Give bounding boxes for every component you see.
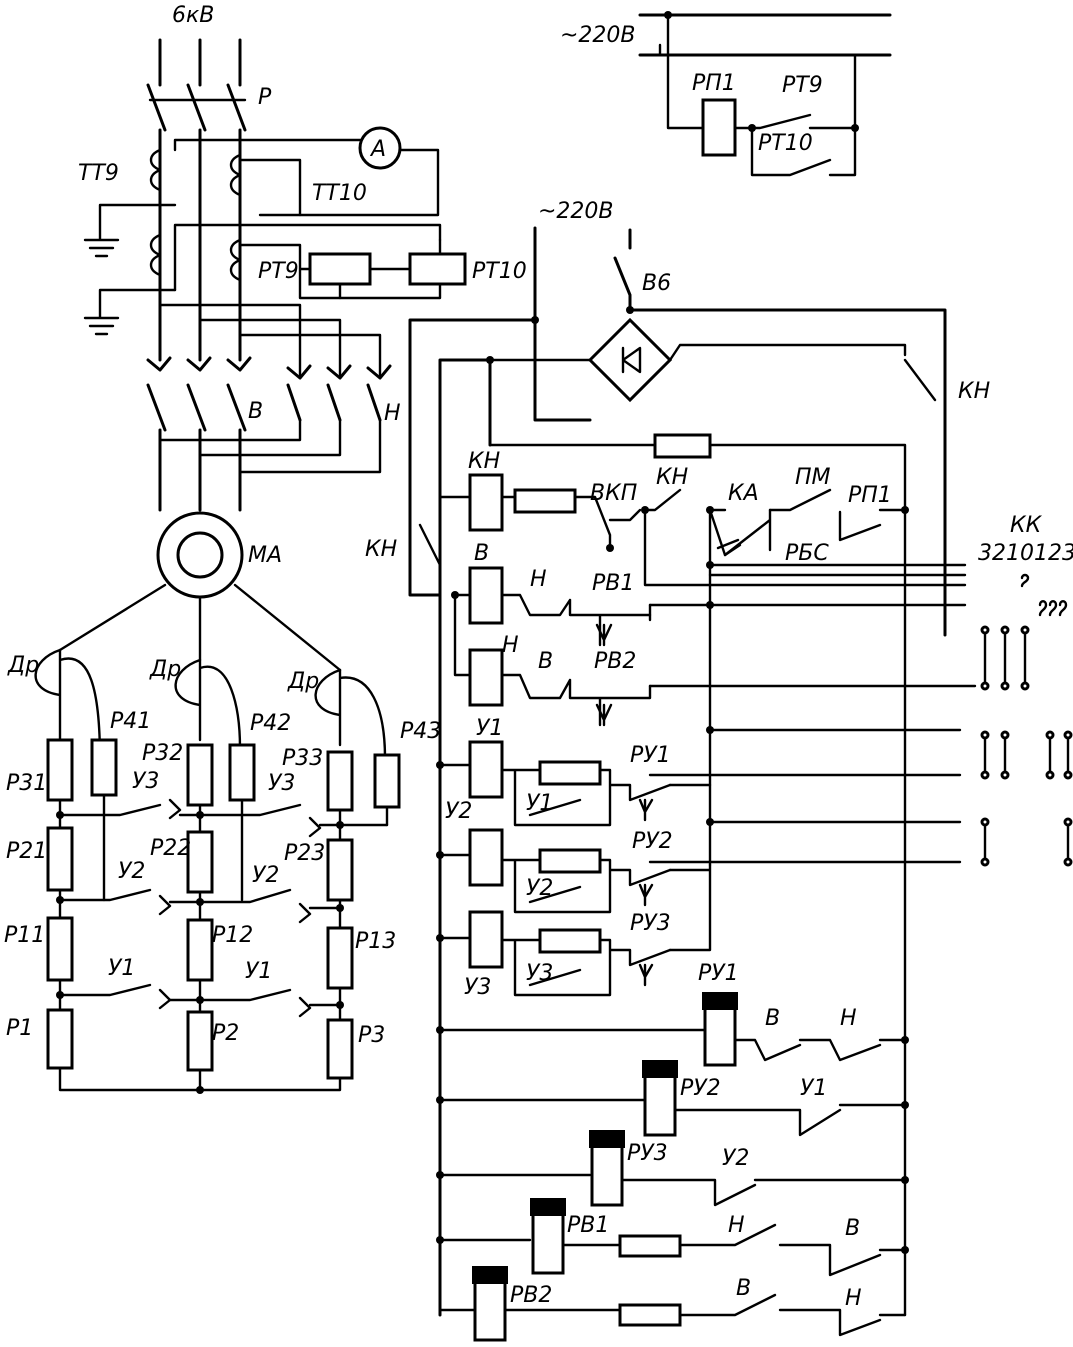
label-u3-a: У3	[132, 769, 159, 794]
label-rv1: РВ1	[592, 571, 634, 596]
label-contact-b1: В	[538, 649, 553, 674]
label-r21: Р21	[6, 839, 47, 864]
label-rv1-b: РВ1	[567, 1213, 609, 1238]
label-r23: Р23	[284, 841, 325, 866]
label-coil-u2: У2	[445, 799, 472, 824]
label-r1: Р1	[6, 1016, 33, 1041]
label-r11: Р11	[4, 923, 45, 948]
label-6kv: 6кВ	[172, 3, 214, 28]
label-ru2-b: РУ2	[680, 1076, 721, 1101]
label-coil-u1: У1	[476, 716, 503, 741]
label-dr3: Др	[287, 669, 319, 694]
label-kk-positions: 3210123	[978, 541, 1073, 566]
label-l-u1: У1	[800, 1076, 827, 1101]
label-u1-b: У1	[245, 959, 272, 984]
label-r33: Р33	[282, 746, 323, 771]
label-ru1: РУ1	[630, 743, 671, 768]
label-kn-contact: КН	[656, 465, 688, 490]
labels: 6кВ ~220В ~220В Р ТТ9 ТТ10 А РТ9 РТ10 РП…	[4, 3, 1073, 1311]
label-p: Р	[258, 85, 272, 110]
label-l-b2: В	[845, 1216, 860, 1241]
label-contact-n1: Н	[530, 567, 547, 592]
label-l-b3: В	[736, 1276, 751, 1301]
label-u2-b: У2	[252, 863, 279, 888]
label-u2-a: У2	[118, 859, 145, 884]
label-ru2: РУ2	[632, 829, 673, 854]
label-ka: КА	[728, 481, 759, 506]
label-contact-u2: У2	[526, 876, 553, 901]
label-kn-left: КН	[365, 537, 397, 562]
label-r31: Р31	[6, 771, 47, 796]
label-rt9-a: РТ9	[258, 259, 299, 284]
label-l-n2: Н	[728, 1213, 745, 1238]
label-l-b1: В	[765, 1006, 780, 1031]
label-pm: ПМ	[795, 465, 831, 490]
label-tt10: ТТ10	[312, 181, 367, 206]
label-ma: МА	[248, 543, 282, 568]
label-dr1: Др	[7, 653, 39, 678]
label-contact-u3: У3	[526, 961, 553, 986]
label-contact-u1: У1	[526, 791, 553, 816]
control-circuit	[408, 226, 1073, 1342]
label-rt10-a: РТ10	[472, 259, 527, 284]
label-tt9: ТТ9	[78, 161, 119, 186]
label-r43: Р43	[400, 719, 441, 744]
label-rt9-b: РТ9	[782, 73, 823, 98]
label-r32: Р32	[142, 741, 183, 766]
label-r3: Р3	[358, 1023, 385, 1048]
label-n-contactor: Н	[384, 401, 401, 426]
label-r22: Р22	[150, 836, 191, 861]
label-l-n1: Н	[840, 1006, 857, 1031]
label-ammeter: А	[369, 137, 386, 162]
label-kk: КК	[1010, 513, 1043, 538]
label-rp1-a: РП1	[692, 71, 736, 96]
label-r41: Р41	[110, 709, 151, 734]
label-220v-mid: ~220В	[538, 199, 614, 224]
label-l-u2: У2	[722, 1146, 749, 1171]
label-rt10-b: РТ10	[758, 131, 813, 156]
label-vkp: ВКП	[590, 481, 637, 506]
label-l-n3: Н	[845, 1286, 862, 1311]
label-rbs: РБС	[785, 541, 829, 566]
label-r42: Р42	[250, 711, 291, 736]
label-r12: Р12	[212, 923, 253, 948]
label-r2: Р2	[212, 1021, 239, 1046]
label-coil-n: Н	[502, 633, 519, 658]
label-ru3: РУ3	[630, 911, 671, 936]
label-220v-top: ~220В	[560, 23, 636, 48]
label-kn-coil: КН	[468, 449, 500, 474]
label-ru3-b: РУ3	[627, 1141, 668, 1166]
label-ru1-b: РУ1	[698, 961, 739, 986]
overcurrent-relay-circuit	[638, 11, 892, 177]
label-rp1-b: РП1	[848, 483, 892, 508]
label-b-contactor: В	[248, 399, 263, 424]
label-v6: В6	[642, 271, 671, 296]
label-coil-b: В	[474, 541, 489, 566]
label-kn-right: КН	[958, 379, 990, 404]
label-dr2: Др	[149, 657, 181, 682]
label-rv2: РВ2	[594, 649, 636, 674]
label-u1-a: У1	[108, 956, 135, 981]
label-r13: Р13	[355, 929, 396, 954]
label-u3-b: У3	[268, 771, 295, 796]
label-rv2-b: РВ2	[510, 1283, 552, 1308]
label-coil-u3: У3	[464, 975, 491, 1000]
power-circuit	[34, 38, 467, 1094]
